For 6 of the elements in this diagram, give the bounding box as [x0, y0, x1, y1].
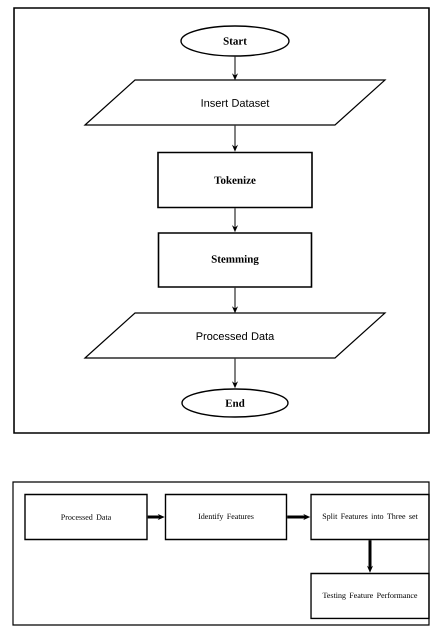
process-box: Split Features into Three set: [310, 494, 430, 540]
process-box: Processed Data: [24, 494, 148, 540]
process-box: Tokenize: [157, 152, 313, 208]
process-box: Identify Features: [164, 494, 288, 540]
process-box: Testing Feature Performance: [310, 572, 430, 620]
process-box: Stemming: [158, 232, 312, 288]
